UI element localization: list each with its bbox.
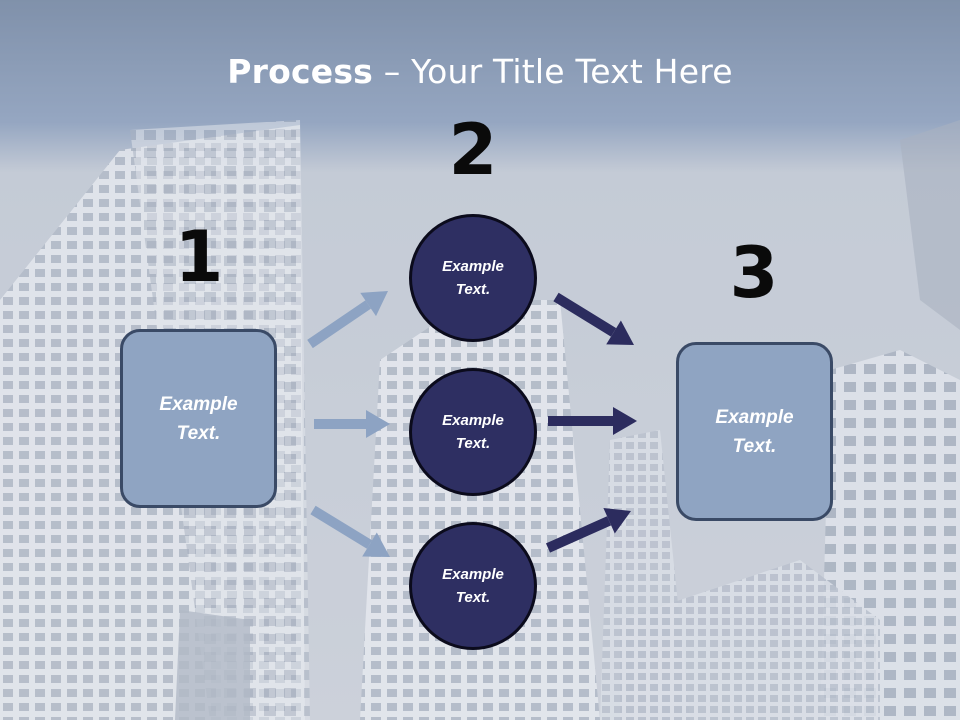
title-rest: – Your Title Text Here — [373, 52, 733, 91]
arrow-bottom-to-right-head — [603, 507, 631, 534]
arrow-left-to-bottom-head — [362, 532, 390, 557]
step-number-2: 2 — [448, 109, 498, 191]
title-bold: Process — [227, 52, 374, 91]
arrow-left-to-middle — [314, 410, 390, 438]
circle-top-text: Example Text. — [442, 258, 504, 298]
slide-title: Process – Your Title Text Here — [0, 52, 960, 91]
circle-bottom-text: Example Text. — [442, 566, 504, 606]
arrow-top-to-right — [553, 292, 634, 345]
arrow-middle-to-right-head — [613, 407, 637, 435]
arrow-middle-to-right — [548, 407, 637, 435]
circle-middle-text: Example Text. — [442, 412, 504, 452]
arrow-left-to-bottom — [310, 505, 390, 557]
right-box-text: Example Text. — [715, 406, 794, 457]
step-number-3: 3 — [729, 232, 779, 314]
left-box-text: Example Text. — [159, 393, 238, 444]
arrow-left-to-middle-head — [366, 410, 390, 438]
arrow-left-to-top — [307, 291, 388, 349]
arrow-top-to-right-shaft — [553, 292, 617, 337]
left-box: Example Text. — [120, 329, 277, 508]
arrow-bottom-to-right — [545, 507, 631, 553]
arrow-left-to-top-shaft — [307, 300, 371, 349]
circle-middle: Example Text. — [409, 368, 537, 496]
step-number-1: 1 — [174, 216, 224, 298]
arrow-left-to-top-head — [360, 291, 388, 317]
right-box: Example Text. — [676, 342, 833, 521]
circle-top: Example Text. — [409, 214, 537, 342]
circle-bottom: Example Text. — [409, 522, 537, 650]
arrow-left-to-bottom-shaft — [310, 505, 373, 549]
arrow-bottom-to-right-shaft — [545, 516, 612, 553]
arrow-top-to-right-head — [606, 320, 634, 345]
